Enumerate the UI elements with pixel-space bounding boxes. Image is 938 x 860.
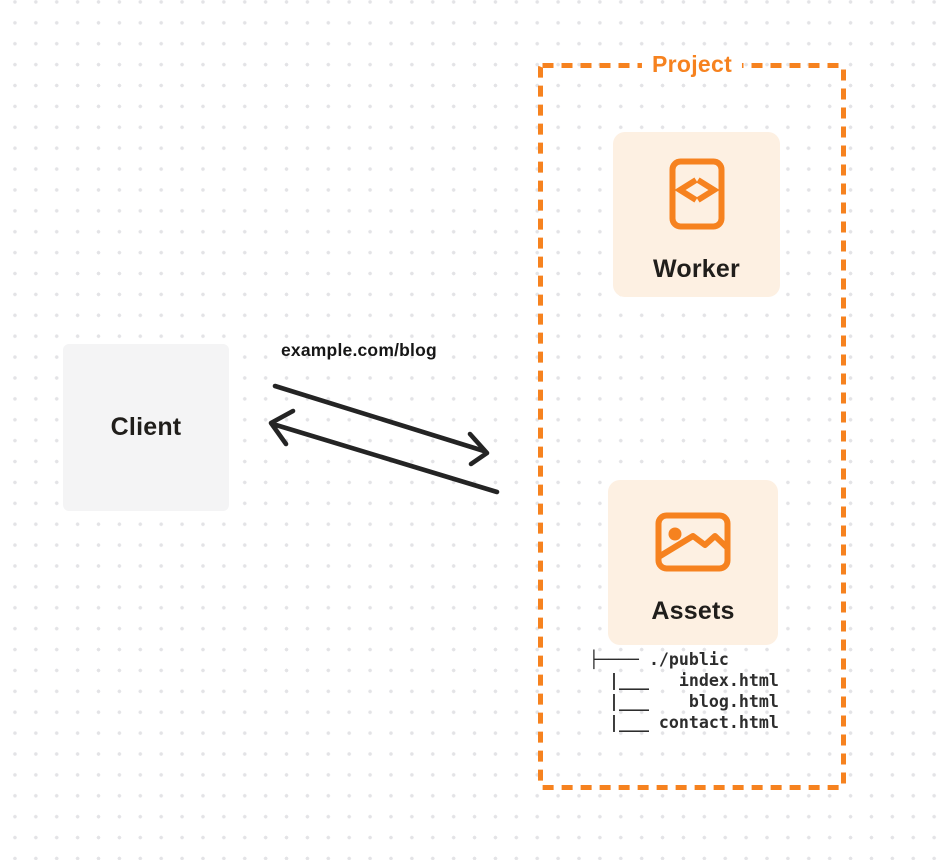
code-file-icon	[669, 158, 725, 230]
worker-node: Worker	[613, 132, 780, 297]
client-node: Client	[63, 344, 229, 511]
request-arrow	[272, 383, 490, 467]
image-icon	[655, 512, 731, 572]
worker-label: Worker	[653, 255, 740, 283]
response-arrow	[268, 408, 500, 495]
assets-label: Assets	[651, 597, 735, 625]
project-container: Project Worker Assets	[538, 51, 846, 790]
request-url-label: example.com/blog	[281, 340, 437, 360]
client-label: Client	[110, 413, 182, 441]
project-label: Project	[641, 51, 743, 78]
assets-file-tree: ├──── ./public |___ index.html |___ blog…	[589, 650, 779, 732]
assets-node: Assets	[608, 480, 778, 645]
